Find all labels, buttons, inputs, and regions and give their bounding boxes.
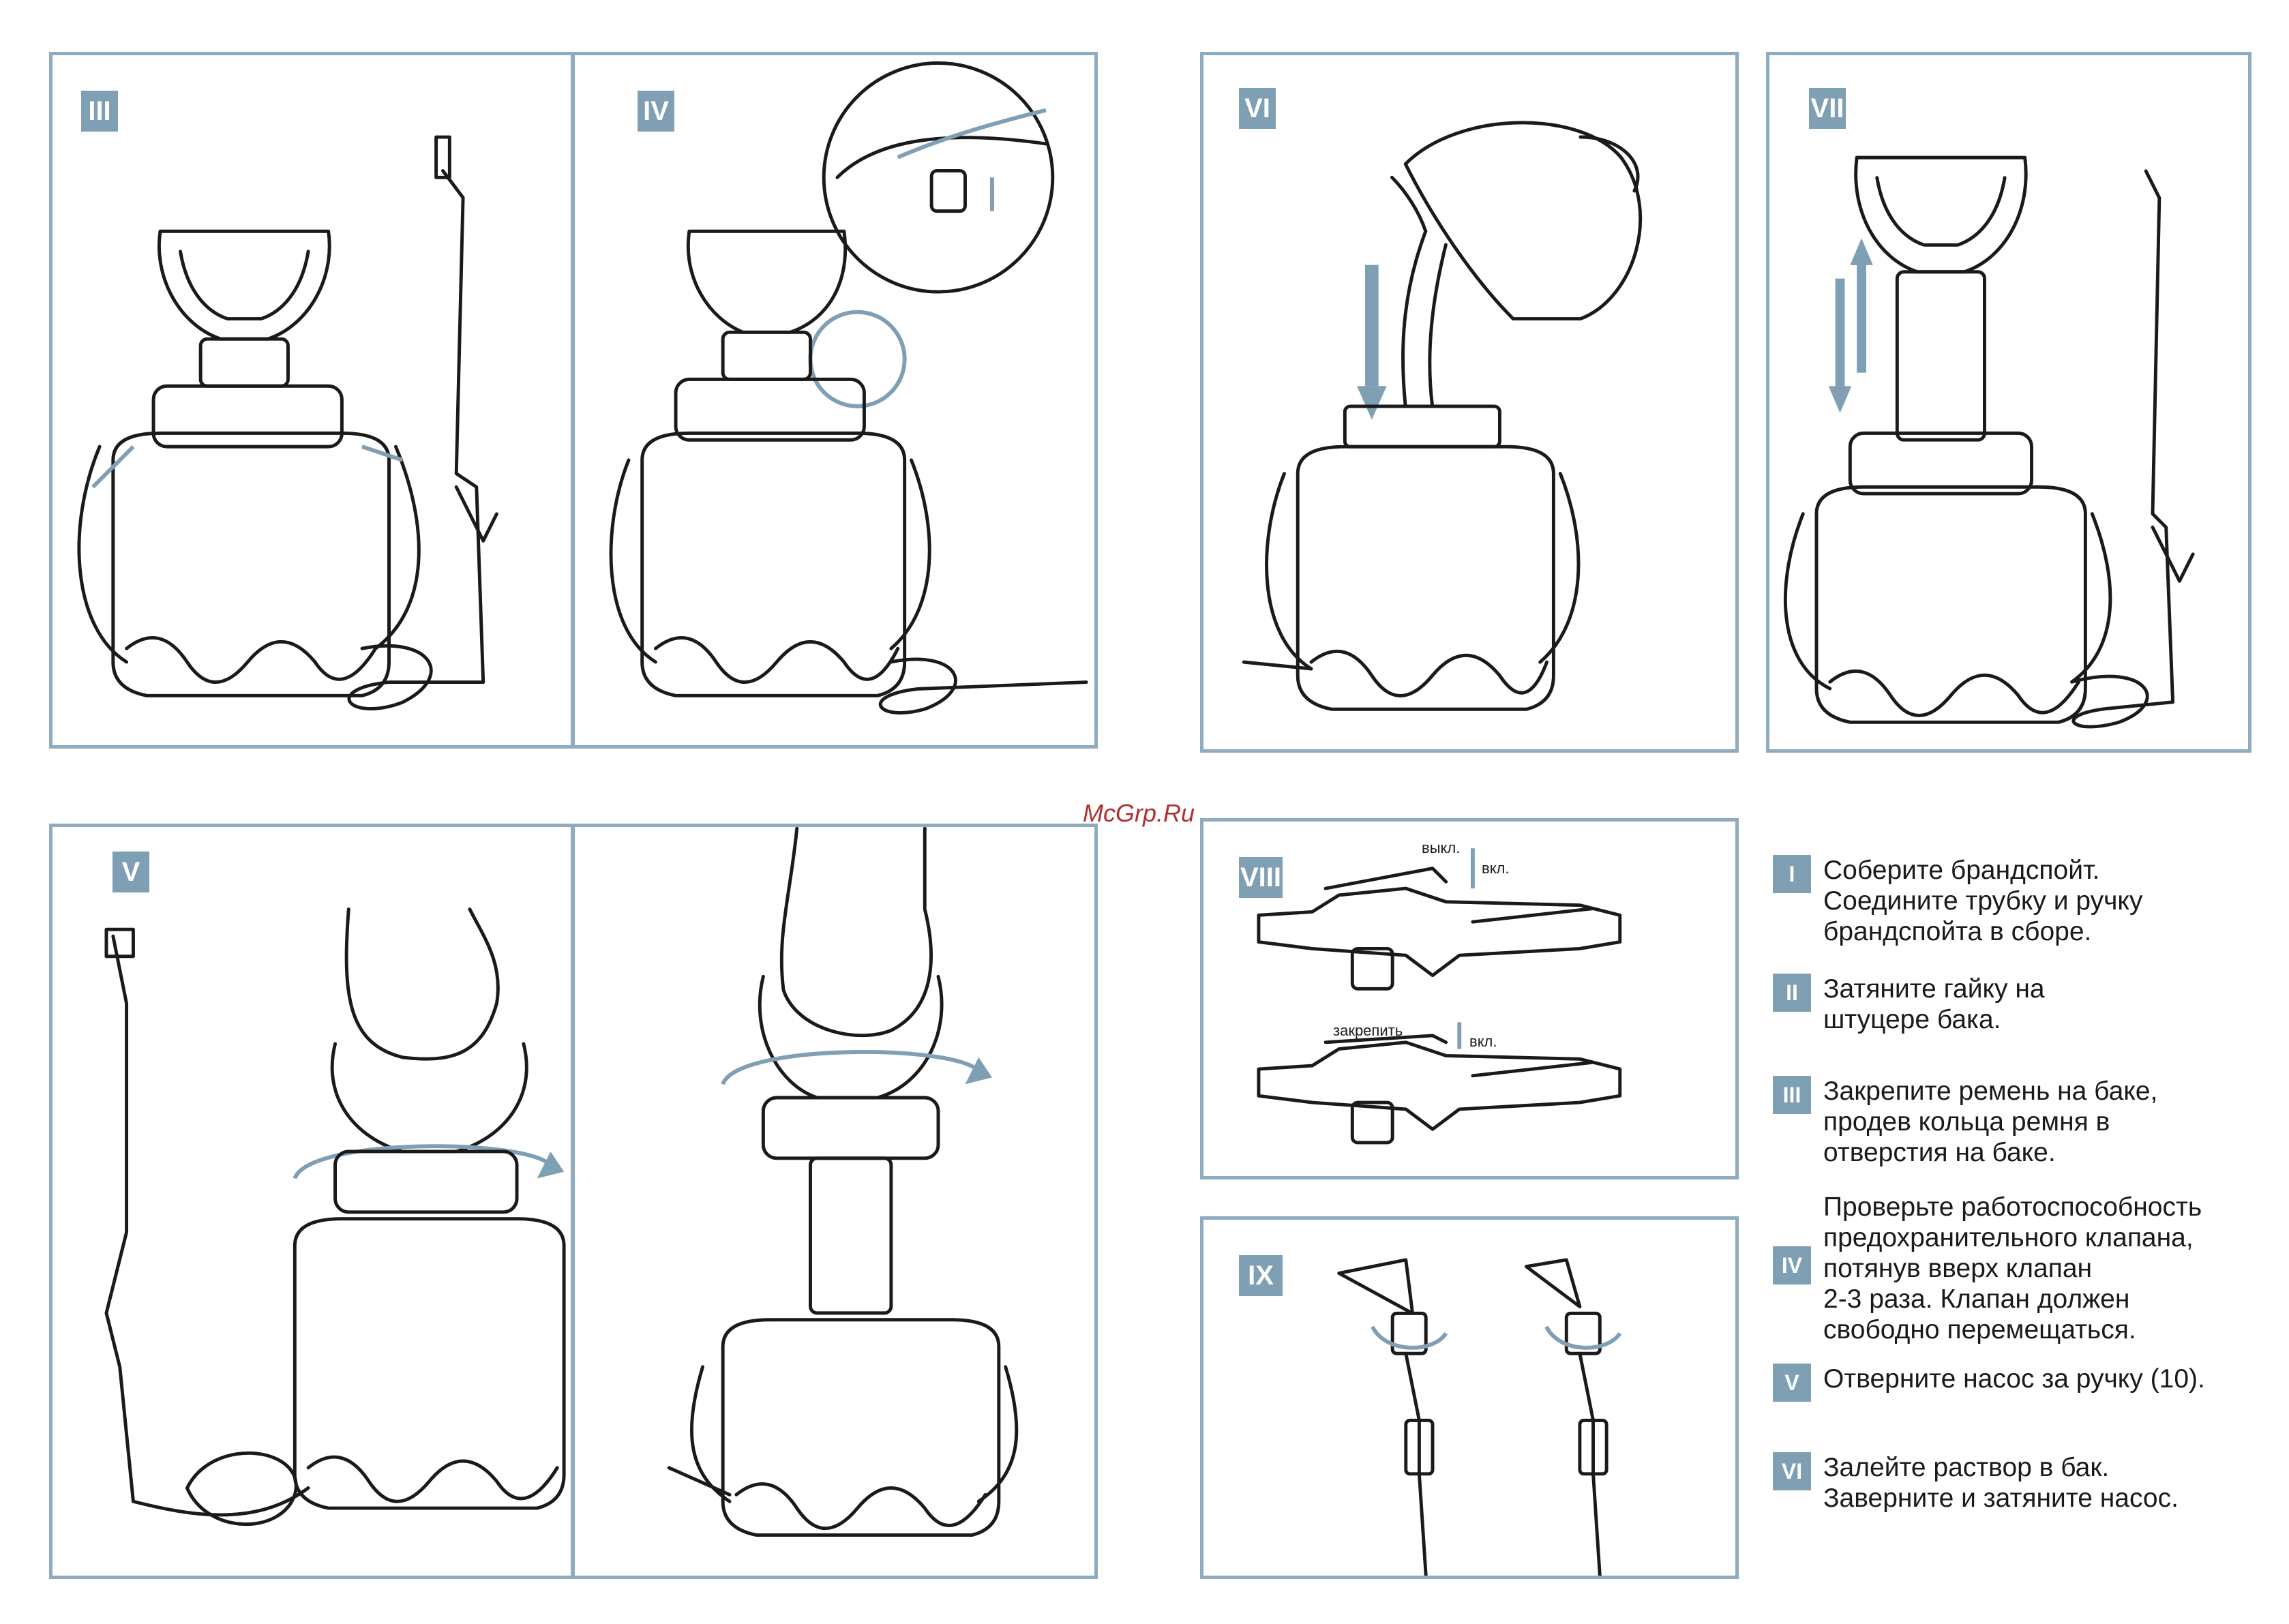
legend-item-ii: II Затяните гайку на штуцере бака.	[1773, 974, 2045, 1035]
panel-vii-badge: VII	[1809, 88, 1846, 129]
panel-viii: VIII выкл. вкл. закрепить вкл.	[1200, 818, 1739, 1179]
trigger-lock-illustration	[1257, 848, 1622, 1145]
legend-badge: III	[1773, 1076, 1811, 1114]
trigger-on-label-2: вкл.	[1469, 1033, 1497, 1050]
legend-badge: IV	[1773, 1246, 1811, 1284]
panel-ix-badge: IX	[1239, 1255, 1283, 1296]
legend-item-iii: III Закрепите ремень на баке, продев кол…	[1773, 1076, 2157, 1168]
legend-text: Соберите брандспойт. Соедините трубку и …	[1823, 856, 2143, 946]
panel-vi-bottom	[571, 824, 1098, 1579]
panel-vi: VI	[1200, 52, 1739, 753]
panel-iv-badge: IV	[638, 91, 674, 132]
legend-text: Затяните гайку на штуцере бака.	[1823, 974, 2045, 1034]
pump-reinstalled-illustration	[1784, 155, 2195, 729]
trigger-lock-label: закрепить	[1333, 1022, 1403, 1039]
trigger-off-label: выкл.	[1422, 839, 1461, 856]
legend-item-vi: VI Залейте раствор в бак. Заверните и за…	[1773, 1452, 2179, 1514]
panel-v-badge: V	[113, 852, 149, 892]
watermark: McGrp.Ru	[1083, 799, 1195, 827]
legend-badge: VI	[1773, 1452, 1811, 1490]
pouring-solution-illustration	[1242, 121, 1643, 711]
legend-text: Проверьте работоспособность предохраните…	[1823, 1192, 2202, 1344]
panel-iii-badge: III	[81, 91, 118, 132]
nozzle-adjust-illustration	[1337, 1258, 1622, 1576]
panel-vi-badge: VI	[1239, 88, 1276, 129]
panel-iv: IV	[571, 52, 1098, 749]
legend-badge: II	[1773, 974, 1811, 1012]
safety-valve-check-illustration	[609, 61, 1088, 715]
panel-iii: III	[49, 52, 574, 749]
legend-badge: V	[1773, 1364, 1811, 1402]
legend-badge: I	[1773, 855, 1811, 893]
legend-text: Залейте раствор в бак. Заверните и затян…	[1823, 1453, 2179, 1513]
legend-item-iv: IV Проверьте работоспособность предохран…	[1773, 1192, 2202, 1345]
trigger-on-label-1: вкл.	[1482, 860, 1510, 877]
sprayer-with-strap-illustration	[77, 135, 498, 710]
legend-text: Отверните насос за ручку (10).	[1823, 1364, 2205, 1394]
panel-v: V	[49, 824, 574, 1579]
legend-item-i: I Соберите брандспойт. Соедините трубку …	[1773, 855, 2142, 947]
panel-ix: IX	[1200, 1216, 1739, 1579]
remove-pump-illustration	[667, 827, 1019, 1537]
legend-item-v: V Отверните насос за ручку (10).	[1773, 1364, 2205, 1402]
panel-vii: VII	[1766, 52, 2251, 753]
panel-viii-badge: VIII	[1239, 857, 1283, 898]
unscrew-pump-illustration	[104, 907, 566, 1526]
legend-text: Закрепите ремень на баке, продев кольца …	[1823, 1077, 2158, 1167]
